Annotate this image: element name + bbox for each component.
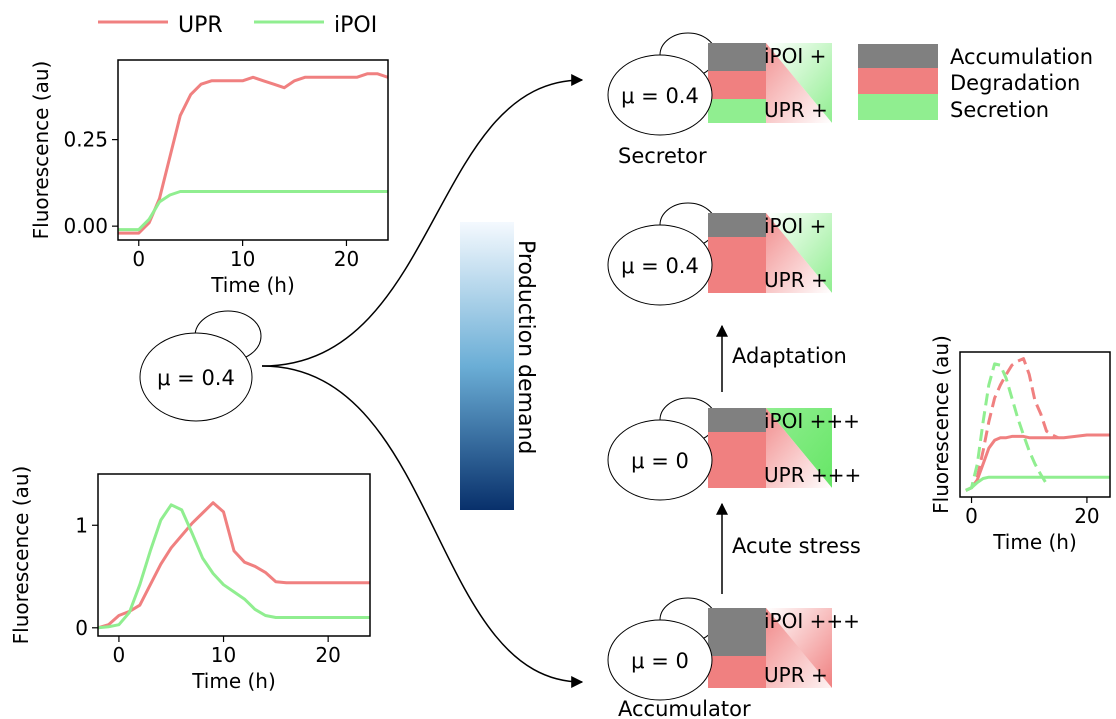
x-tick-label: 10 bbox=[211, 643, 236, 667]
plot-frame bbox=[97, 473, 371, 637]
series-line-ipoi bbox=[118, 190, 388, 232]
plot-frame bbox=[959, 351, 1111, 498]
label-upr-level: UPR + bbox=[764, 98, 828, 122]
x-tick-label: 20 bbox=[315, 643, 340, 667]
x-tick-label: 0 bbox=[965, 504, 978, 528]
cell-body bbox=[607, 419, 713, 501]
fate-accumulation bbox=[708, 43, 766, 71]
cell-mu: μ = 0.4 bbox=[621, 84, 699, 108]
legend-label-degradation: Degradation bbox=[950, 71, 1080, 95]
y-axis-label: Fluorescence (au) bbox=[9, 466, 33, 645]
demand-gradient bbox=[460, 222, 514, 510]
x-axis-label: Time (h) bbox=[992, 530, 1077, 554]
fate-degradation bbox=[708, 656, 766, 688]
plot-frame bbox=[117, 59, 389, 241]
legend-top: UPR iPOI bbox=[98, 13, 377, 38]
fate-triangle-lower bbox=[766, 213, 832, 293]
x-axis-label: Time (h) bbox=[191, 669, 276, 693]
cell-name: Accumulator bbox=[618, 697, 751, 719]
center-cell-mu: μ = 0.4 bbox=[157, 366, 235, 390]
fate-accumulation bbox=[708, 213, 766, 237]
cell-body bbox=[607, 54, 713, 136]
cell-state-1: μ = 0.4 iPOI + UPR + bbox=[607, 202, 832, 306]
cell-state-3: μ = 0 iPOI +++ UPR + Accumulator bbox=[607, 597, 860, 719]
y-tick-label: 1 bbox=[75, 513, 88, 537]
label-acute-stress: Acute stress bbox=[732, 534, 861, 558]
fate-degradation bbox=[708, 71, 766, 99]
legend-label-upr: UPR bbox=[178, 13, 223, 38]
x-axis-label: Time (h) bbox=[210, 273, 295, 297]
cell-body bbox=[607, 224, 713, 306]
legend-label-secretion: Secretion bbox=[950, 98, 1049, 122]
transitions: Adaptation Acute stress bbox=[716, 324, 861, 594]
legend-label-ipoi: iPOI bbox=[334, 13, 377, 38]
series-line-ipoi bbox=[965, 475, 1110, 492]
label-ipoi-level: iPOI +++ bbox=[764, 609, 860, 633]
cell-name: Secretor bbox=[618, 144, 707, 168]
label-adaptation: Adaptation bbox=[732, 344, 847, 368]
x-tick-label: 0 bbox=[132, 247, 145, 271]
y-axis-label: Fluorescence (au) bbox=[29, 61, 53, 240]
fate-triangle-lower bbox=[766, 43, 832, 123]
production-demand-bar: Production demand bbox=[460, 222, 538, 510]
series-line-upr bbox=[118, 72, 388, 235]
label-ipoi-level: iPOI + bbox=[764, 44, 826, 68]
label-upr-level: UPR + bbox=[764, 663, 828, 687]
x-tick-label: 20 bbox=[334, 247, 359, 271]
series-line-upr bbox=[98, 501, 370, 630]
fate-triangle-lower bbox=[766, 408, 832, 488]
y-axis-label: Fluorescence (au) bbox=[929, 335, 953, 514]
label-upr-level: UPR +++ bbox=[764, 463, 861, 487]
fate-degradation bbox=[708, 432, 766, 488]
cell-body bbox=[607, 619, 713, 701]
series-line-upr-dashed bbox=[965, 357, 1059, 492]
series-line-ipoi bbox=[98, 503, 370, 630]
demand-label: Production demand bbox=[513, 240, 538, 454]
fate-secretion bbox=[708, 99, 766, 123]
cell-state-2: μ = 0 iPOI +++ UPR +++ bbox=[607, 397, 861, 501]
y-tick-label: 0 bbox=[75, 616, 88, 640]
center-cell-body bbox=[139, 332, 253, 422]
legend-right: Accumulation Degradation Secretion bbox=[858, 44, 1093, 122]
legend-swatch-secretion bbox=[858, 94, 938, 120]
fate-triangle-lower bbox=[766, 608, 832, 688]
y-tick-label: 0.25 bbox=[63, 128, 108, 152]
arrow-to-accumulator bbox=[261, 365, 584, 688]
branch-arrows bbox=[261, 74, 584, 688]
x-tick-label: 0 bbox=[113, 643, 126, 667]
fate-accumulation bbox=[708, 408, 766, 432]
label-ipoi-level: iPOI +++ bbox=[764, 409, 860, 433]
legend-swatch-degradation bbox=[858, 68, 938, 94]
cell-states: μ = 0.4 iPOI + UPR + Secretor μ = 0.4 iPOI + U… bbox=[607, 32, 861, 719]
fate-degradation bbox=[708, 237, 766, 293]
series-line-ipoi-dashed bbox=[965, 362, 1048, 492]
legend-label-accumulation: Accumulation bbox=[950, 45, 1093, 69]
cell-mu: μ = 0.4 bbox=[621, 254, 699, 278]
fate-accumulation bbox=[708, 608, 766, 656]
y-tick-label: 0.00 bbox=[63, 214, 108, 238]
label-upr-level: UPR + bbox=[764, 268, 828, 292]
cell-state-0: μ = 0.4 iPOI + UPR + Secretor bbox=[607, 32, 832, 168]
cell-mu: μ = 0 bbox=[631, 449, 689, 473]
label-ipoi-level: iPOI + bbox=[764, 214, 826, 238]
center-cell: μ = 0.4 bbox=[139, 310, 262, 422]
legend-swatch-accumulation bbox=[858, 44, 938, 68]
x-tick-label: 10 bbox=[230, 247, 255, 271]
series-line-upr bbox=[965, 433, 1110, 492]
cell-mu: μ = 0 bbox=[631, 649, 689, 673]
x-tick-label: 20 bbox=[1074, 504, 1099, 528]
arrow-to-secretor bbox=[261, 74, 584, 367]
